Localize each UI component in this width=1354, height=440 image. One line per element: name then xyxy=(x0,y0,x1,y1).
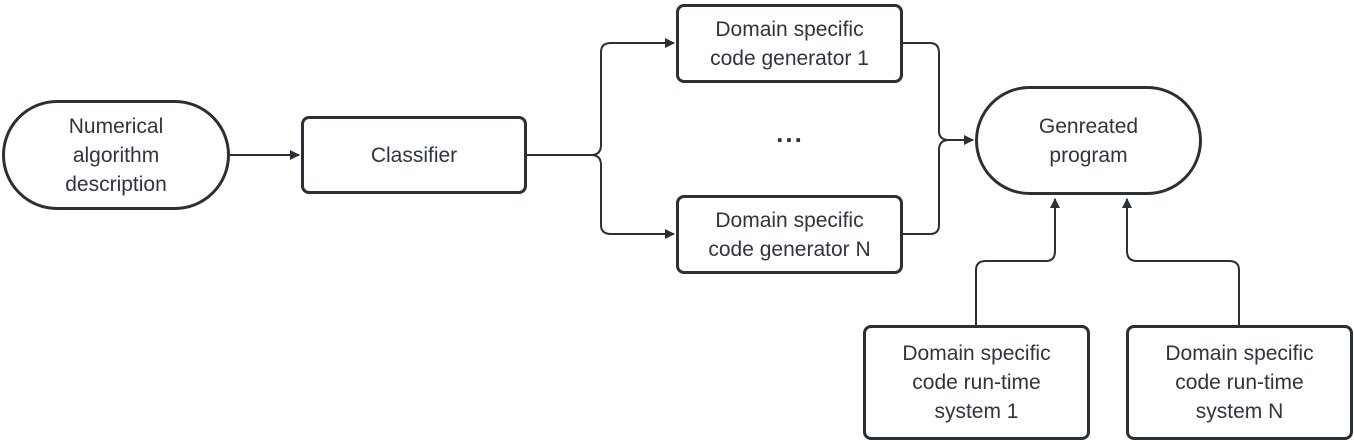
node-numerical-algorithm-description: Numerical algorithm description xyxy=(2,100,230,210)
edge-classifier-to-generator-n xyxy=(590,154,675,239)
edge-generator-1-to-output xyxy=(903,42,974,145)
node-generated-program: Genreated program xyxy=(975,86,1202,195)
edge-runtime-n-to-output xyxy=(1122,198,1240,325)
node-label: Domain specific code generator 1 xyxy=(710,17,869,70)
node-label: Domain specific code run-time system N xyxy=(1165,342,1314,423)
node-label: Domain specific code run-time system 1 xyxy=(902,342,1051,423)
generator-ellipsis: ... xyxy=(776,118,804,148)
node-label: Genreated program xyxy=(1038,114,1139,167)
node-runtime-system-n: Domain specific code run-time system N xyxy=(1126,325,1353,440)
edge-runtime-1-to-output xyxy=(975,198,1060,325)
node-classifier: Classifier xyxy=(301,116,527,194)
node-label: Domain specific code generator N xyxy=(708,208,871,261)
node-runtime-system-1: Domain specific code run-time system 1 xyxy=(863,325,1090,440)
node-code-generator-1: Domain specific code generator 1 xyxy=(676,4,903,83)
edge-classifier-to-generator-1 xyxy=(527,38,675,156)
node-code-generator-n: Domain specific code generator N xyxy=(676,195,903,274)
node-label: Classifier xyxy=(370,143,458,167)
node-label: Numerical algorithm description xyxy=(65,114,167,196)
edge-generator-n-to-output xyxy=(903,139,950,235)
